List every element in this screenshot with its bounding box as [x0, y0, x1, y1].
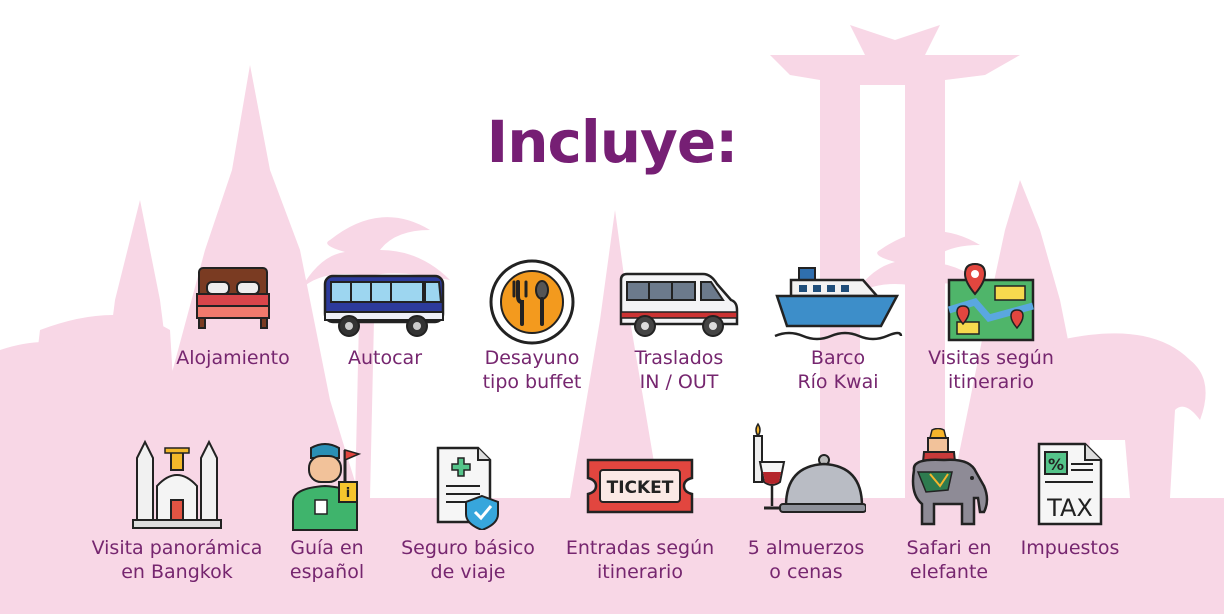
svg-text:i: i	[346, 486, 350, 501]
feature-label: Seguro básico de viaje	[401, 537, 535, 583]
plate-cutlery-icon	[447, 258, 617, 346]
boat-icon	[753, 266, 923, 346]
feature-label: Impuestos	[1020, 537, 1120, 559]
feature-label: Safari en elefante	[906, 537, 992, 583]
feature-elephant-safari: Safari en elefante	[882, 428, 1016, 584]
feature-taxes: % TAX Impuestos	[1008, 440, 1132, 560]
feature-label: Traslados IN / OUT	[634, 347, 724, 393]
feature-label: Visitas según itinerario	[928, 347, 1054, 393]
bus-icon	[300, 262, 470, 346]
bed-icon	[148, 262, 318, 346]
percent-text: %	[1048, 455, 1064, 474]
feature-boat: Barco Río Kwai	[753, 266, 923, 394]
feature-accommodation: Alojamiento	[148, 262, 318, 370]
feature-travel-insurance: Seguro básico de viaje	[390, 444, 546, 584]
dinner-cloche-icon	[728, 418, 884, 536]
insurance-document-icon	[390, 444, 546, 536]
feature-coach: Autocar	[300, 262, 470, 370]
feature-label: Visita panorámica en Bangkok	[91, 537, 263, 583]
temple-monument-icon	[85, 438, 269, 536]
feature-label: Alojamiento	[176, 347, 290, 369]
feature-spanish-guide: i Guía en español	[262, 440, 392, 584]
feature-meals: 5 almuerzos o cenas	[728, 418, 884, 584]
feature-label: Autocar	[347, 347, 422, 369]
tax-document-icon: % TAX	[1008, 440, 1132, 536]
ticket-icon: TICKET	[557, 450, 723, 536]
feature-label: 5 almuerzos o cenas	[747, 537, 865, 583]
feature-entrance-tickets: TICKET Entradas según itinerario	[557, 450, 723, 584]
elephant-icon	[882, 428, 1016, 536]
feature-visits: Visitas según itinerario	[906, 262, 1076, 394]
feature-label: Guía en español	[289, 537, 365, 583]
map-pins-icon	[906, 262, 1076, 346]
van-icon	[594, 266, 764, 346]
feature-breakfast: Desayuno tipo buffet	[447, 258, 617, 394]
feature-label: Entradas según itinerario	[565, 537, 715, 583]
tax-text: TAX	[1046, 494, 1093, 522]
feature-transfers: Traslados IN / OUT	[594, 266, 764, 394]
tour-guide-icon: i	[262, 440, 392, 536]
page-title: Incluye:	[486, 108, 739, 176]
feature-label: Barco Río Kwai	[797, 347, 879, 393]
ticket-text: TICKET	[607, 478, 674, 498]
feature-label: Desayuno tipo buffet	[482, 347, 582, 393]
feature-panoramic-tour: Visita panorámica en Bangkok	[85, 438, 269, 584]
